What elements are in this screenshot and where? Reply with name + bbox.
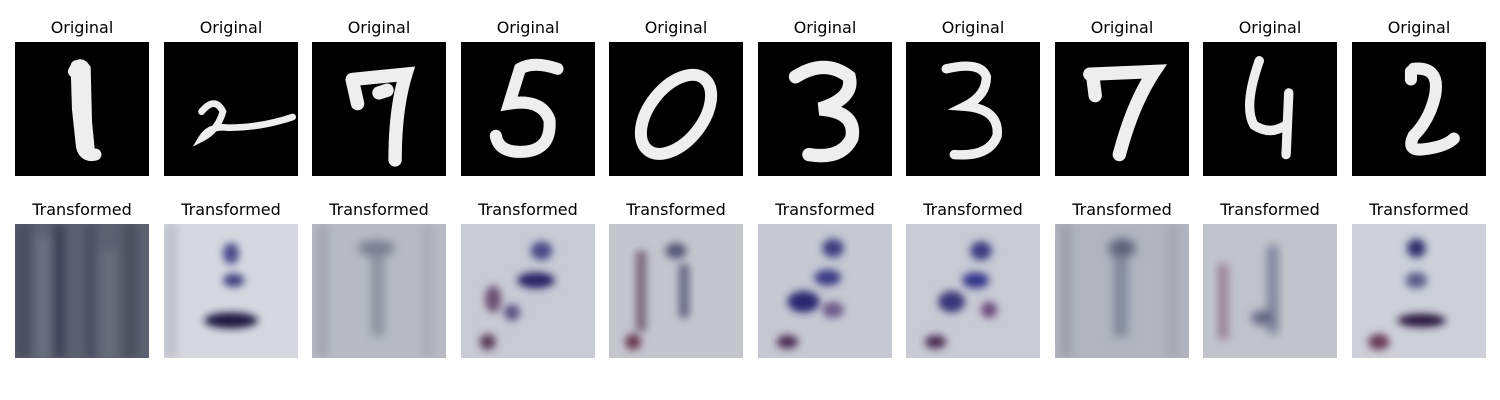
panel-title: Original	[50, 18, 114, 37]
transformed-image-5	[609, 224, 743, 358]
original-panel-10: Original	[1352, 18, 1486, 176]
panel-title: Original	[644, 18, 708, 37]
original-panel-2: Original	[164, 18, 298, 176]
transformed-panel-3: Transformed	[312, 200, 446, 358]
original-digit-7-image	[1055, 42, 1189, 176]
panel-title: Original	[347, 18, 411, 37]
panel-title: Transformed	[775, 200, 875, 219]
transformed-image-6	[758, 224, 892, 358]
original-digit-3-image	[906, 42, 1040, 176]
original-panel-9: Original	[1203, 18, 1337, 176]
original-digit-1-image	[15, 42, 149, 176]
panel-title: Original	[1387, 18, 1451, 37]
transformed-image-9	[1203, 224, 1337, 358]
original-digit-5-image	[461, 42, 595, 176]
original-panel-4: Original	[461, 18, 595, 176]
original-digit-4-image	[1203, 42, 1337, 176]
original-digit-2-image	[1352, 42, 1486, 176]
transformed-image-4	[461, 224, 595, 358]
transformed-image-3	[312, 224, 446, 358]
panel-title: Original	[1090, 18, 1154, 37]
panel-title: Transformed	[626, 200, 726, 219]
panel-title: Transformed	[1220, 200, 1320, 219]
transformed-panel-7: Transformed	[906, 200, 1040, 358]
panel-title: Original	[1238, 18, 1302, 37]
panel-title: Transformed	[1072, 200, 1172, 219]
transformed-image-1	[15, 224, 149, 358]
transformed-image-8	[1055, 224, 1189, 358]
transformed-panel-1: Transformed	[15, 200, 149, 358]
original-panel-1: Original	[15, 18, 149, 176]
panel-title: Original	[199, 18, 263, 37]
original-panel-3: Original	[312, 18, 446, 176]
panel-title: Transformed	[32, 200, 132, 219]
transformed-panel-6: Transformed	[758, 200, 892, 358]
original-digit-3-image	[758, 42, 892, 176]
transformed-panel-2: Transformed	[164, 200, 298, 358]
original-row: Original Original Original Original Orig…	[0, 18, 1500, 178]
panel-title: Transformed	[181, 200, 281, 219]
panel-title: Original	[793, 18, 857, 37]
original-panel-5: Original	[609, 18, 743, 176]
transformed-panel-9: Transformed	[1203, 200, 1337, 358]
original-digit-7-image	[312, 42, 446, 176]
original-digit-0-image	[609, 42, 743, 176]
transformed-panel-10: Transformed	[1352, 200, 1486, 358]
panel-title: Original	[496, 18, 560, 37]
original-panel-7: Original	[906, 18, 1040, 176]
transformed-row: Transformed Transformed	[0, 200, 1500, 360]
original-digit-2-image	[164, 42, 298, 176]
panel-title: Transformed	[329, 200, 429, 219]
transformed-panel-8: Transformed	[1055, 200, 1189, 358]
transformed-image-10	[1352, 224, 1486, 358]
transformed-panel-5: Transformed	[609, 200, 743, 358]
panel-title: Transformed	[1369, 200, 1469, 219]
original-panel-6: Original	[758, 18, 892, 176]
transformed-panel-4: Transformed	[461, 200, 595, 358]
panel-title: Original	[941, 18, 1005, 37]
original-panel-8: Original	[1055, 18, 1189, 176]
panel-title: Transformed	[923, 200, 1023, 219]
transformed-image-7	[906, 224, 1040, 358]
panel-title: Transformed	[478, 200, 578, 219]
transformed-image-2	[164, 224, 298, 358]
